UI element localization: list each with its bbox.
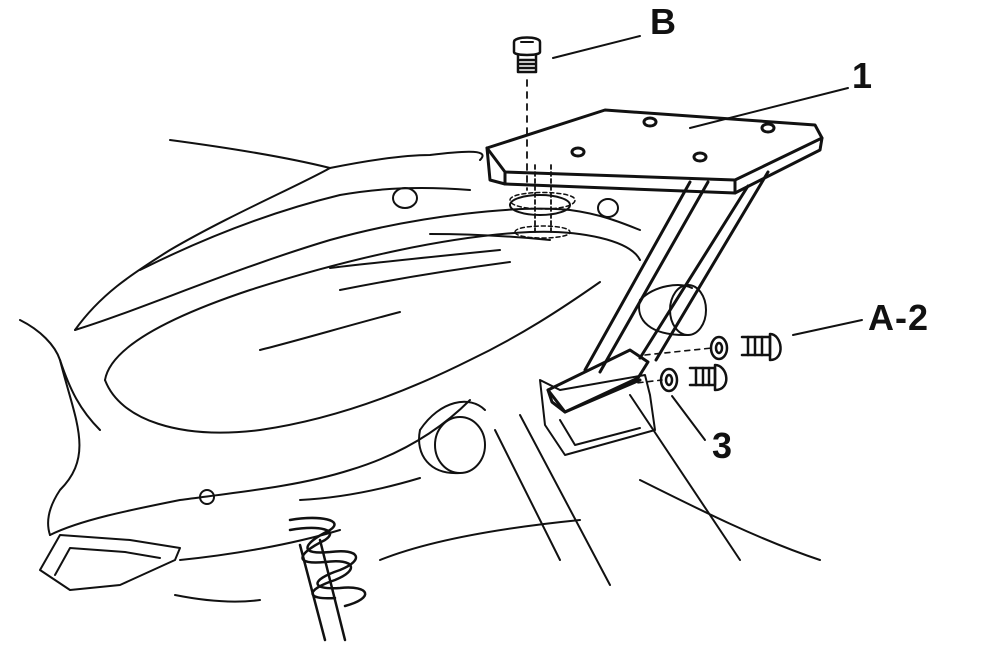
support-arms-icon <box>546 170 770 414</box>
rack-plate-icon <box>485 108 824 195</box>
leader-lines <box>552 35 863 441</box>
callout-a-2: A-2 <box>868 297 930 338</box>
alignment-guides <box>627 347 713 385</box>
washers-3-icon <box>659 367 679 393</box>
callout-1: 1 <box>852 55 874 96</box>
callout-b: B <box>650 1 677 42</box>
shock-spring <box>288 516 367 642</box>
motorcycle-body <box>19 139 821 603</box>
callout-3: 3 <box>712 425 734 466</box>
screw-b-icon <box>509 36 576 239</box>
bolts-a2-icon <box>688 332 782 392</box>
